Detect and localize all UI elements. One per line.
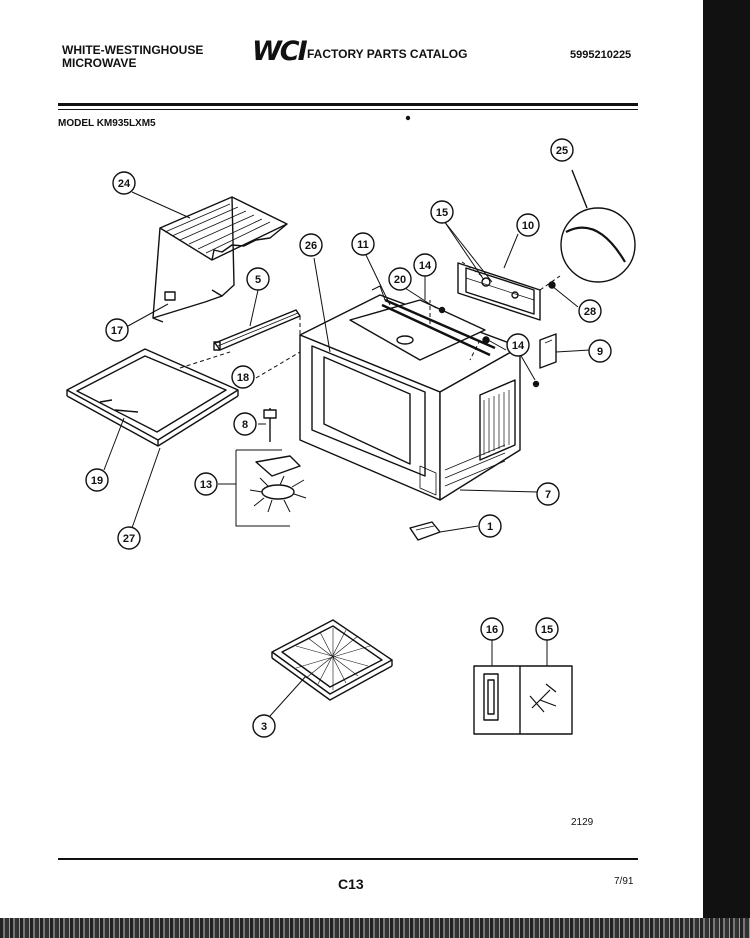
callout-label: 3: [261, 721, 267, 733]
callout-16: 16: [480, 617, 504, 641]
callout-label: 9: [597, 346, 603, 358]
callout-label: 24: [118, 178, 131, 190]
brand-line-1: WHITE-WESTINGHOUSE: [62, 43, 204, 57]
drawing-number: 2129: [571, 817, 594, 828]
callout-label: 16: [486, 624, 498, 636]
callout-label: 26: [305, 240, 317, 252]
callout-19: 19: [85, 468, 109, 492]
callout-8: 8: [233, 412, 257, 436]
stirrer-assembly-part: [235, 408, 307, 527]
rail-part: [213, 309, 301, 351]
switch-part: [409, 521, 441, 541]
callout-label: 8: [242, 419, 248, 431]
callout-27: 27: [117, 526, 141, 550]
callout-14-right: 14: [506, 333, 530, 357]
callout-group: 24 17 5 26 11 20 14 15 10 25 28 9 14 18 …: [85, 138, 612, 738]
callout-label: 27: [123, 533, 135, 545]
callout-9: 9: [588, 339, 612, 363]
callout-label: 28: [584, 306, 596, 318]
callout-label: 5: [255, 274, 261, 286]
callout-28: 28: [578, 299, 602, 323]
callout-3: 3: [252, 714, 276, 738]
callout-label: 1: [487, 521, 493, 533]
callout-24: 24: [112, 171, 136, 195]
brand-line-2: MICROWAVE: [62, 56, 137, 70]
page-code: C13: [338, 876, 364, 892]
oven-cavity-part: [299, 285, 521, 501]
tray-part: [271, 619, 393, 701]
leader-lines: [103, 191, 591, 717]
callout-label: 14: [419, 260, 432, 272]
callout-label: 13: [200, 479, 212, 491]
callout-20: 20: [388, 267, 412, 291]
part-number: 5995210225: [570, 49, 632, 61]
callout-5: 5: [246, 267, 270, 291]
callout-25: 25: [550, 138, 574, 162]
callout-15-top: 15: [430, 200, 454, 224]
model-label: MODEL KM935LXM5: [58, 118, 156, 129]
header-rule-thick: [58, 103, 638, 106]
brand-block: WHITE-WESTINGHOUSE MICROWAVE: [62, 44, 203, 70]
outer-cover-part: [152, 196, 288, 323]
callout-11: 11: [351, 232, 375, 256]
callout-label: 17: [111, 325, 123, 337]
catalog-date: 7/91: [614, 876, 634, 887]
callout-13: 13: [194, 472, 218, 496]
accessory-inset: [473, 665, 573, 735]
catalog-title: FACTORY PARTS CATALOG: [307, 47, 468, 61]
callout-15-inset: 15: [535, 617, 559, 641]
callout-label: 18: [237, 372, 249, 384]
callout-17: 17: [105, 318, 129, 342]
base-plate-part: [66, 348, 239, 447]
callout-label: 14: [512, 340, 525, 352]
callout-7: 7: [536, 482, 560, 506]
callout-label: 19: [91, 475, 103, 487]
callout-26: 26: [299, 233, 323, 257]
wire-detail-part: [560, 169, 636, 283]
header-rule-thin: [58, 109, 638, 110]
callout-label: 20: [394, 274, 406, 286]
callout-1: 1: [478, 514, 502, 538]
scan-edge-right: [703, 0, 750, 938]
callout-label: 25: [556, 145, 568, 157]
callout-14-top: 14: [413, 253, 437, 277]
callout-label: 10: [522, 220, 534, 232]
callout-label: 7: [545, 489, 551, 501]
callout-label: 11: [357, 239, 369, 251]
callout-label: 15: [541, 624, 553, 636]
callout-label: 15: [436, 207, 448, 219]
scan-edge-bottom: [0, 918, 750, 938]
footer-rule: [58, 858, 638, 860]
side-bracket-part: [539, 333, 557, 369]
callout-18: 18: [231, 365, 255, 389]
wci-logo: WCI: [252, 36, 308, 67]
hardware-screws: [405, 115, 556, 388]
control-bracket-part: [457, 262, 541, 321]
callout-10: 10: [516, 213, 540, 237]
